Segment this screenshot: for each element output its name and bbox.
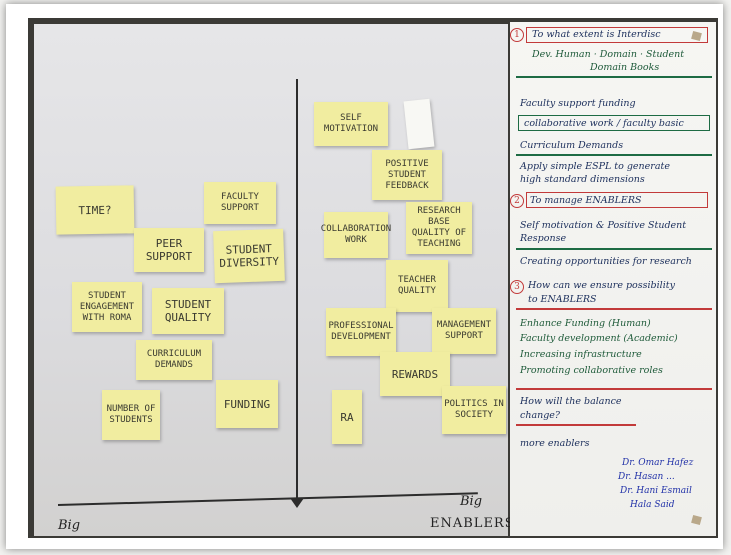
chart-line-8: high standard dimensions xyxy=(520,174,645,185)
collaborative-box xyxy=(518,115,710,131)
sticky-note-student-engagement: STUDENT ENGAGEMENT WITH ROMA xyxy=(72,282,142,332)
sticky-note-rewards: REWARDS xyxy=(380,352,450,396)
signature-4: Hala Said xyxy=(630,500,675,510)
bottom-left-label: Big xyxy=(58,518,81,533)
horizontal-axis-line xyxy=(57,492,478,506)
sticky-note-peer-support: PEER SUPPORT xyxy=(134,228,204,272)
chart-line-12: Creating opportunities for research xyxy=(520,256,692,267)
chart-line-21: more enablers xyxy=(520,438,590,449)
sticky-note-student-quality: STUDENT QUALITY xyxy=(152,288,224,334)
chart-line-7: Apply simple ESPL to generate xyxy=(520,161,670,172)
sticky-note-research-base: RESEARCH BASE QUALITY OF TEACHING xyxy=(406,202,472,254)
sticky-note-collaboration-work: COLLABORATION WORK xyxy=(321,212,391,258)
enablers-caption: ENABLERS xyxy=(430,516,515,531)
sticky-note-teacher-quality: TEACHER QUALITY xyxy=(386,260,448,312)
left-flipchart-board: Big Big ENABLERS TIME? FACULTY SUPPORT P… xyxy=(34,24,514,536)
sticky-note-curriculum-demands: CURRICULUM DEMANDS xyxy=(136,340,212,380)
sticky-note-faculty-support: FACULTY SUPPORT xyxy=(204,182,276,224)
divider-5 xyxy=(516,388,712,390)
sticky-note-number-of-students: NUMBER OF STUDENTS xyxy=(102,390,160,440)
photo-frame: Big Big ENABLERS TIME? FACULTY SUPPORT P… xyxy=(6,4,723,549)
tape-bottom-right xyxy=(691,514,702,526)
marker-1: 1 xyxy=(510,28,524,42)
divider-4 xyxy=(516,308,712,310)
vertical-axis-line xyxy=(296,79,298,504)
right-flipchart-board: 1 To what extent is Interdisc Dev. Human… xyxy=(510,22,716,536)
vertical-axis-arrowhead xyxy=(290,498,304,508)
sticky-note-time: TIME? xyxy=(55,185,135,235)
signature-3: Dr. Hani Esmail xyxy=(620,486,692,496)
chart-line-13: How can we ensure possibility xyxy=(528,280,675,291)
chart-line-16: Faculty development (Academic) xyxy=(520,333,678,344)
chart-line-19: How will the balance xyxy=(520,396,622,407)
divider-1 xyxy=(516,76,712,78)
workshop-photo: Big Big ENABLERS TIME? FACULTY SUPPORT P… xyxy=(28,18,718,538)
marker-2: 2 xyxy=(510,194,524,208)
chart-line-11: Response xyxy=(520,233,567,244)
sticky-note-self-motivation: SELF MOTIVATION xyxy=(314,102,388,146)
chart-line-3: Domain Books xyxy=(590,62,660,73)
chart-line-9: To manage ENABLERS xyxy=(530,195,642,206)
sticky-note-ra: RA xyxy=(332,390,362,444)
chart-line-5: collaborative work / faculty basic xyxy=(524,118,684,129)
chart-line-15: Enhance Funding (Human) xyxy=(520,318,651,329)
sticky-note-professional-development: PROFESSIONAL DEVELOPMENT xyxy=(326,308,396,356)
chart-line-1: To what extent is Interdisc xyxy=(532,29,661,40)
sticky-note-politics-in-society: POLITICS IN SOCIETY xyxy=(442,386,506,434)
marker-3: 3 xyxy=(510,280,524,294)
chart-line-14: to ENABLERS xyxy=(528,294,597,305)
chart-line-4: Faculty support funding xyxy=(520,98,636,109)
sticky-note-management-support: MANAGEMENT SUPPORT xyxy=(432,308,496,354)
sticky-note-positive-student-feedback: POSITIVE STUDENT FEEDBACK xyxy=(372,150,442,200)
sticky-note-student-diversity: STUDENT DIVERSITY xyxy=(213,228,285,284)
question-2-box xyxy=(526,192,708,208)
chart-line-18: Promoting collaborative roles xyxy=(520,365,663,376)
blank-paper-note xyxy=(403,98,435,150)
chart-line-2: Dev. Human · Domain · Student xyxy=(532,49,685,60)
chart-line-20: change? xyxy=(520,410,561,421)
chart-line-6: Curriculum Demands xyxy=(520,140,624,151)
divider-3 xyxy=(516,248,712,250)
sticky-note-funding: FUNDING xyxy=(216,380,278,428)
signature-1: Dr. Omar Hafez xyxy=(622,458,694,468)
chart-line-17: Increasing infrastructure xyxy=(520,349,642,360)
signature-2: Dr. Hasan ... xyxy=(618,472,675,482)
chart-line-10: Self motivation & Positive Student xyxy=(520,220,687,231)
question-1-box xyxy=(526,27,708,43)
divider-2 xyxy=(516,154,712,156)
bottom-right-label: Big xyxy=(460,494,483,509)
divider-6 xyxy=(516,424,636,426)
